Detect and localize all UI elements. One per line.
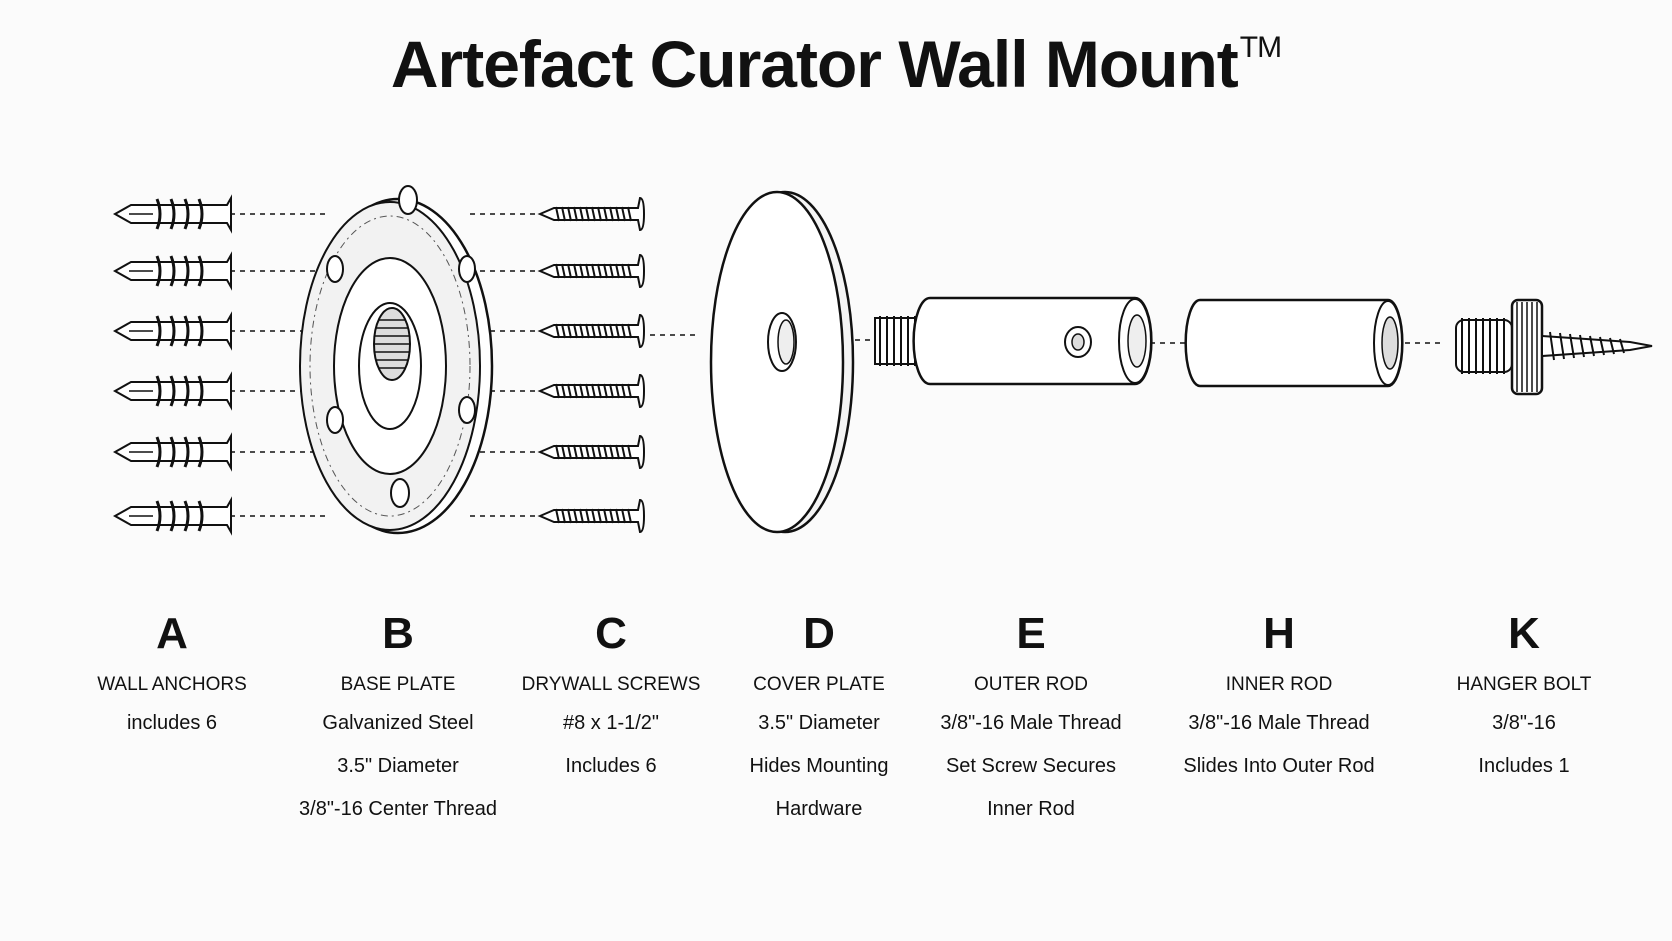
part-name: OUTER ROD	[974, 674, 1088, 695]
part-label-d: D COVER PLATE 3.5" Diameter Hides Mounti…	[699, 606, 939, 831]
part-letter: C	[595, 609, 627, 658]
part-detail: Includes 6	[565, 755, 657, 777]
title-text: Artefact Curator Wall Mount	[390, 27, 1239, 101]
part-letter: K	[1508, 609, 1540, 658]
cover-plate-illustration	[709, 190, 855, 534]
trademark-mark: TM	[1239, 31, 1282, 64]
part-label-a: A WALL ANCHORS includes 6	[52, 606, 292, 745]
part-detail: Includes 1	[1478, 755, 1570, 777]
part-name: INNER ROD	[1225, 674, 1333, 695]
hanger-bolt-illustration	[1455, 298, 1653, 396]
part-detail: Set Screw Secures	[945, 755, 1117, 777]
page-title: Artefact Curator Wall MountTM	[0, 8, 1672, 104]
part-label-c: C DRYWALL SCREWS #8 x 1-1/2" Includes 6	[491, 606, 731, 788]
inner-rod-illustration	[1184, 298, 1404, 388]
part-detail: #8 x 1-1/2"	[562, 712, 660, 734]
drywall-screws-illustration	[539, 197, 645, 533]
wall-anchors-illustration	[113, 196, 233, 534]
part-label-k: K HANGER BOLT 3/8"-16 Includes 1	[1404, 606, 1644, 788]
part-detail: Hides Mounting	[749, 755, 889, 777]
part-label-b: B BASE PLATE Galvanized Steel 3.5" Diame…	[278, 606, 518, 831]
part-name: COVER PLATE	[753, 674, 885, 695]
part-letter: H	[1263, 609, 1295, 658]
part-detail: 3.5" Diameter	[758, 712, 880, 734]
part-detail: Galvanized Steel	[322, 712, 474, 734]
base-plate-illustration	[299, 185, 494, 535]
part-detail: Inner Rod	[987, 798, 1075, 820]
part-detail: 3/8"-16 Male Thread	[1188, 712, 1370, 734]
part-detail: 3/8"-16	[1492, 712, 1556, 734]
part-detail: Hardware	[775, 798, 863, 820]
part-name: DRYWALL SCREWS	[521, 674, 701, 695]
part-detail: 3.5" Diameter	[337, 755, 459, 777]
part-detail: includes 6	[126, 712, 218, 734]
part-label-h: H INNER ROD 3/8"-16 Male Thread Slides I…	[1159, 606, 1399, 788]
part-letter: D	[803, 609, 835, 658]
part-detail: 3/8"-16 Center Thread	[299, 798, 497, 820]
part-letter: B	[382, 609, 414, 658]
part-label-e: E OUTER ROD 3/8"-16 Male Thread Set Scre…	[911, 606, 1151, 831]
part-name: HANGER BOLT	[1456, 674, 1592, 695]
part-letter: E	[1016, 609, 1046, 658]
part-letter: A	[156, 609, 188, 658]
outer-rod-illustration	[874, 296, 1153, 386]
guide-lines	[230, 213, 1445, 517]
part-name: WALL ANCHORS	[97, 674, 247, 695]
part-detail: 3/8"-16 Male Thread	[940, 712, 1122, 734]
part-name: BASE PLATE	[340, 674, 456, 695]
part-detail: Slides Into Outer Rod	[1183, 755, 1375, 777]
